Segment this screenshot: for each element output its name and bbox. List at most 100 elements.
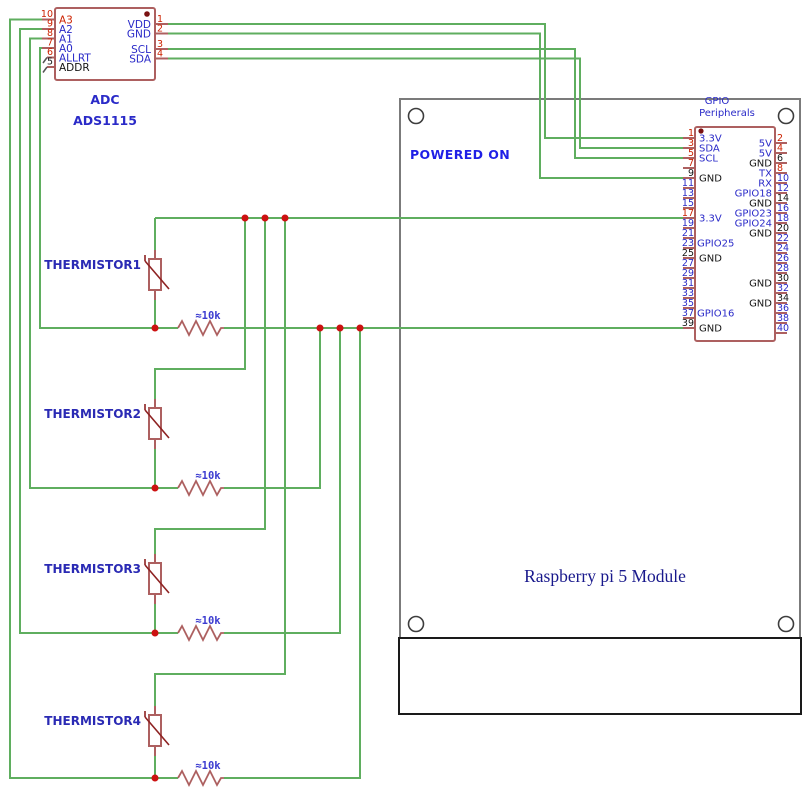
gpio-pin-label: GND <box>699 174 722 185</box>
gpio-pin-number: 37 <box>682 308 694 319</box>
gpio-pin-number: 34 <box>777 293 789 304</box>
wire-gnd-return-thermistor4[interactable] <box>224 328 361 779</box>
wire-scl-to-pin5[interactable] <box>168 48 683 159</box>
gpio-header-label-line1: GPIO <box>705 96 730 107</box>
gpio-pin-number: 18 <box>777 213 789 224</box>
wire-a1-to-thermistor2[interactable] <box>29 37 178 489</box>
gpio-pin-label: 5V <box>759 149 772 160</box>
gpio-pin-number: 33 <box>682 288 694 299</box>
adc-pin-label: ALLRT <box>59 53 91 65</box>
adc-pin-label: GND <box>127 29 151 41</box>
gpio-pin1-marker-dot <box>698 128 704 134</box>
gpio-pin-number: 27 <box>682 258 694 269</box>
adc-pin-number: 3 <box>157 39 163 50</box>
gpio-pin-label: GPIO18 <box>735 189 772 200</box>
wire-vdd-to-3v3-pin1[interactable] <box>168 23 683 139</box>
resistor1-symbol[interactable] <box>177 318 224 338</box>
mounting-hole-bottom-right <box>777 615 795 633</box>
gpio-pin-number: 32 <box>777 283 789 294</box>
adc-chip-body[interactable] <box>54 7 156 81</box>
wire-gnd-return-thermistor3[interactable] <box>224 328 341 634</box>
wire-junction-dot <box>261 214 269 222</box>
wire-sda-to-pin3[interactable] <box>168 57 683 149</box>
raspberry-pi-bottom-connector-box[interactable] <box>398 637 802 715</box>
wire-gnd-to-pin9[interactable] <box>168 32 683 179</box>
adc-pin-number: 9 <box>47 19 53 30</box>
resistor4-symbol[interactable] <box>177 768 224 788</box>
gpio-pin-number: 39 <box>682 318 694 329</box>
gpio-pin-number: 22 <box>777 233 789 244</box>
gpio-pin-label: 5V <box>759 139 772 150</box>
resistor2-value: ≈10k <box>195 470 221 482</box>
gpio-pin-number: 6 <box>777 153 783 164</box>
adc-part-number: ADS1115 <box>73 113 137 128</box>
gpio-pin-label: GND <box>749 159 772 170</box>
gpio-pin-number: 31 <box>682 278 694 289</box>
adc-unconnected-pin-hook <box>42 57 48 64</box>
gpio-pin-label: GPIO25 <box>697 239 734 250</box>
gpio-pin-label: GND <box>699 324 722 335</box>
gpio-pin-label: GPIO23 <box>735 209 772 220</box>
wire-junction-dot <box>241 214 249 222</box>
gpio-pin-number: 38 <box>777 313 789 324</box>
thermistor2-body[interactable] <box>148 407 162 440</box>
gpio-pin-label: SDA <box>699 144 720 155</box>
gpio-pin-number: 29 <box>682 268 694 279</box>
wire-a0-to-thermistor1[interactable] <box>39 47 178 329</box>
thermistor4-symbol-diagonal <box>144 716 170 746</box>
adc-pin1-marker-dot <box>144 11 150 17</box>
wire-3v3-drop-thermistor4[interactable] <box>154 218 286 706</box>
adc-pin-number: 10 <box>41 9 53 20</box>
adc-title: ADC <box>90 92 119 107</box>
gpio-pin-number: 36 <box>777 303 789 314</box>
gpio-pin-number: 4 <box>777 143 783 154</box>
adc-pin-number: 6 <box>47 47 53 58</box>
wire-junction-dot <box>316 324 324 332</box>
adc-pin-number: 7 <box>47 38 53 49</box>
gpio-pin-number: 1 <box>688 128 694 139</box>
gpio-pin-number: 23 <box>682 238 694 249</box>
adc-pin-label: A0 <box>59 43 73 55</box>
adc-pin-number: 2 <box>157 24 163 35</box>
gpio-pin-label: GND <box>749 199 772 210</box>
gpio-pin-label: RX <box>758 179 772 190</box>
wire-a2-to-thermistor3[interactable] <box>19 28 178 634</box>
wire-3v3-drop-thermistor3[interactable] <box>154 218 266 554</box>
wire-3v3-drop-thermistor2[interactable] <box>154 218 246 399</box>
gpio-pin-number: 15 <box>682 198 694 209</box>
wire-junction-dot <box>336 324 344 332</box>
wire-a3-to-thermistor4[interactable] <box>9 18 178 779</box>
resistor3-symbol[interactable] <box>177 623 224 643</box>
gpio-pin-number: 25 <box>682 248 694 259</box>
thermistor2-symbol-diagonal <box>144 409 170 439</box>
gpio-pin-number: 19 <box>682 218 694 229</box>
thermistor3-label: THERMISTOR3 <box>44 562 141 576</box>
gpio-pin-number: 24 <box>777 243 789 254</box>
raspberry-pi-title: Raspberry pi 5 Module <box>524 566 686 586</box>
gpio-pin-number: 14 <box>777 193 789 204</box>
powered-on-status: POWERED ON <box>410 147 510 162</box>
adc-pin-number: 5 <box>47 57 53 68</box>
thermistor4-body[interactable] <box>148 714 162 747</box>
gpio-pin-number: 2 <box>777 133 783 144</box>
gpio-pin-number: 30 <box>777 273 789 284</box>
adc-pin-label: VDD <box>128 19 151 31</box>
wire-junction-dot <box>151 324 159 332</box>
gpio-header-label-line2: Peripherals <box>699 108 755 119</box>
thermistor3-symbol-diagonal <box>144 564 170 594</box>
resistor4-value: ≈10k <box>195 760 221 772</box>
resistor3-value: ≈10k <box>195 615 221 627</box>
resistor2-symbol[interactable] <box>177 478 224 498</box>
thermistor3-body[interactable] <box>148 562 162 595</box>
adc-pin-number: 4 <box>157 49 163 60</box>
wire-gnd-return-thermistor2[interactable] <box>224 328 321 489</box>
thermistor1-body[interactable] <box>148 258 162 291</box>
gpio-pin-number: 17 <box>682 208 694 219</box>
gpio-pin-number: 26 <box>777 253 789 264</box>
gpio-pin-number: 12 <box>777 183 789 194</box>
gpio-pin-label: GPIO24 <box>735 219 772 230</box>
adc-unconnected-pin-hook <box>42 66 48 73</box>
gpio-pin-label: TX <box>758 169 772 180</box>
gpio-pin-label: 3.3V <box>699 134 722 145</box>
